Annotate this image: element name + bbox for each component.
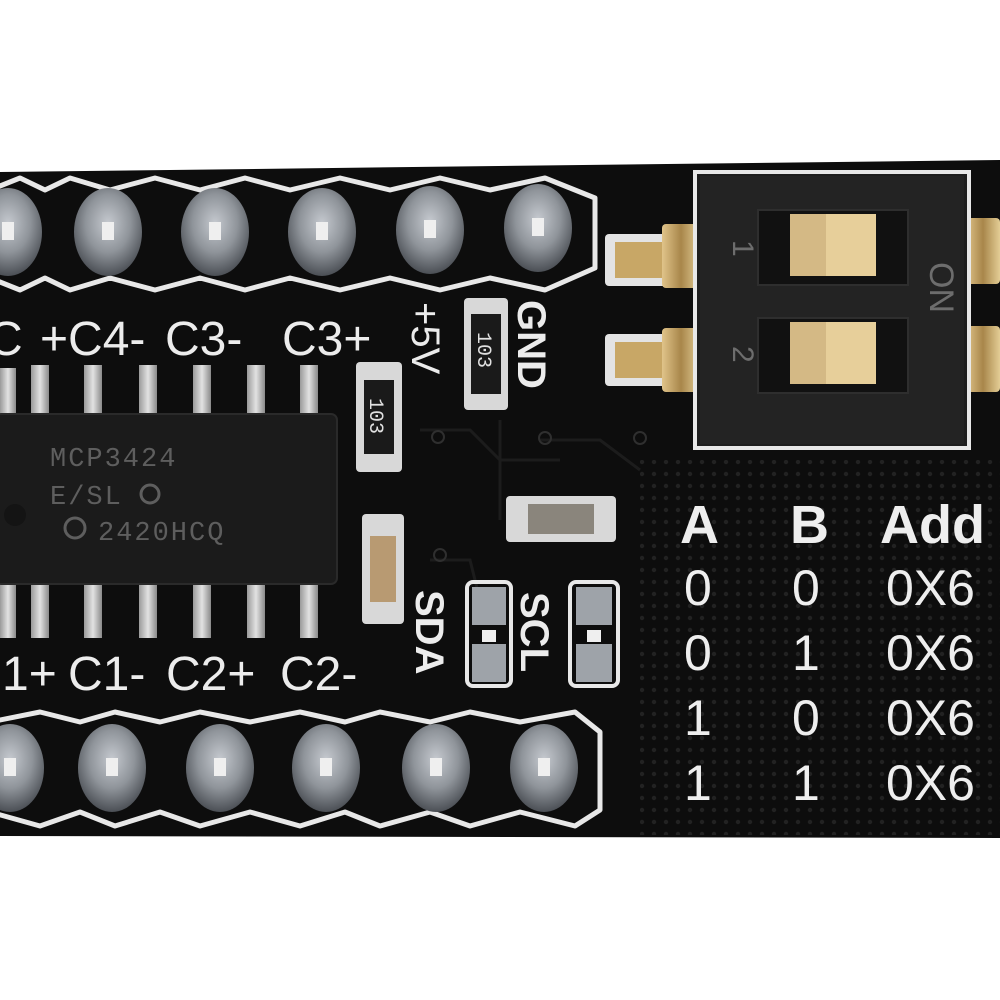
chip-marking-line1: MCP3424 bbox=[50, 445, 177, 475]
sda-solder-jumper bbox=[465, 580, 513, 688]
dip-position-1: 1 bbox=[726, 240, 759, 257]
dip-on-label: ON bbox=[922, 262, 960, 313]
table-cell: 0X6 bbox=[886, 690, 975, 746]
resistor-code: 103 bbox=[471, 332, 494, 368]
resistor-r1: 103 bbox=[356, 362, 402, 472]
header-pin bbox=[74, 188, 142, 276]
top-row-labels: C +C4- C3- C3+ bbox=[0, 313, 371, 366]
label-scl: SCL bbox=[512, 592, 556, 672]
microchip-logo-icon bbox=[63, 516, 87, 540]
table-cell: 0X6 bbox=[886, 625, 975, 681]
bottom-header-outline bbox=[0, 709, 603, 829]
top-header-outline bbox=[0, 175, 598, 293]
header-b: B bbox=[790, 495, 829, 555]
table-cell: 1 bbox=[684, 690, 712, 746]
label-top-c4: +C4- bbox=[40, 313, 145, 366]
chip-marking-line3: 2420HCQ bbox=[98, 519, 225, 549]
scl-solder-jumper bbox=[568, 580, 620, 688]
header-pin bbox=[186, 724, 254, 812]
dip-switch: 1 2 ON bbox=[693, 170, 971, 450]
table-cell: 1 bbox=[792, 625, 820, 681]
capacitor-vertical bbox=[362, 514, 404, 624]
resistor-r2: 103 bbox=[464, 298, 508, 410]
header-pin bbox=[510, 724, 578, 812]
table-cell: 0 bbox=[792, 690, 820, 746]
header-addr: Add bbox=[880, 495, 985, 555]
header-a: A bbox=[680, 495, 719, 555]
label-bottom-c2-plus: C2+ bbox=[166, 648, 255, 701]
table-cell: 0 bbox=[792, 560, 820, 616]
label-bottom-c2-minus: C2- bbox=[280, 648, 357, 701]
dip-switch-pads bbox=[605, 218, 1000, 392]
address-table: A B Add 0 0 0X6 0 1 0X6 1 0 0X6 1 1 0X6 bbox=[680, 495, 985, 811]
table-cell: 0 bbox=[684, 560, 712, 616]
header-pin bbox=[504, 184, 572, 272]
label-top-c: C bbox=[0, 313, 23, 366]
capacitor-horizontal bbox=[506, 496, 616, 542]
header-pin bbox=[292, 724, 360, 812]
header-pin bbox=[396, 186, 464, 274]
header-pin bbox=[0, 188, 42, 276]
adc-chip: MCP3424 E/SL 2420HCQ bbox=[0, 413, 338, 585]
label-sda: SDA bbox=[407, 590, 451, 674]
header-pin bbox=[402, 724, 470, 812]
table-cell: 0X6 bbox=[886, 755, 975, 811]
header-pin bbox=[78, 724, 146, 812]
label-top-c3-minus: C3- bbox=[165, 313, 242, 366]
table-cell: 0 bbox=[684, 625, 712, 681]
header-pin bbox=[288, 188, 356, 276]
microchip-logo-icon bbox=[139, 483, 161, 505]
label-top-c3-plus: C3+ bbox=[282, 313, 371, 366]
label-bottom-c1-plus: 1+ bbox=[2, 648, 57, 701]
bottom-row-labels: 1+ C1- C2+ C2- bbox=[2, 648, 357, 701]
label-bottom-c1-minus: C1- bbox=[68, 648, 145, 701]
header-pin bbox=[0, 724, 44, 812]
top-header-pins bbox=[0, 184, 572, 276]
chip-marking-line2: E/SL bbox=[50, 483, 123, 513]
table-cell: 1 bbox=[792, 755, 820, 811]
chip-legs bbox=[0, 365, 318, 638]
pin1-dimple bbox=[4, 504, 26, 526]
label-gnd: GND bbox=[509, 300, 553, 389]
dip-position-2: 2 bbox=[726, 346, 759, 363]
table-cell: 0X6 bbox=[886, 560, 975, 616]
header-pin bbox=[181, 188, 249, 276]
resistor-code: 103 bbox=[363, 398, 386, 434]
label-5v: +5V bbox=[403, 302, 447, 375]
bottom-header-pins bbox=[0, 724, 578, 812]
table-cell: 1 bbox=[684, 755, 712, 811]
